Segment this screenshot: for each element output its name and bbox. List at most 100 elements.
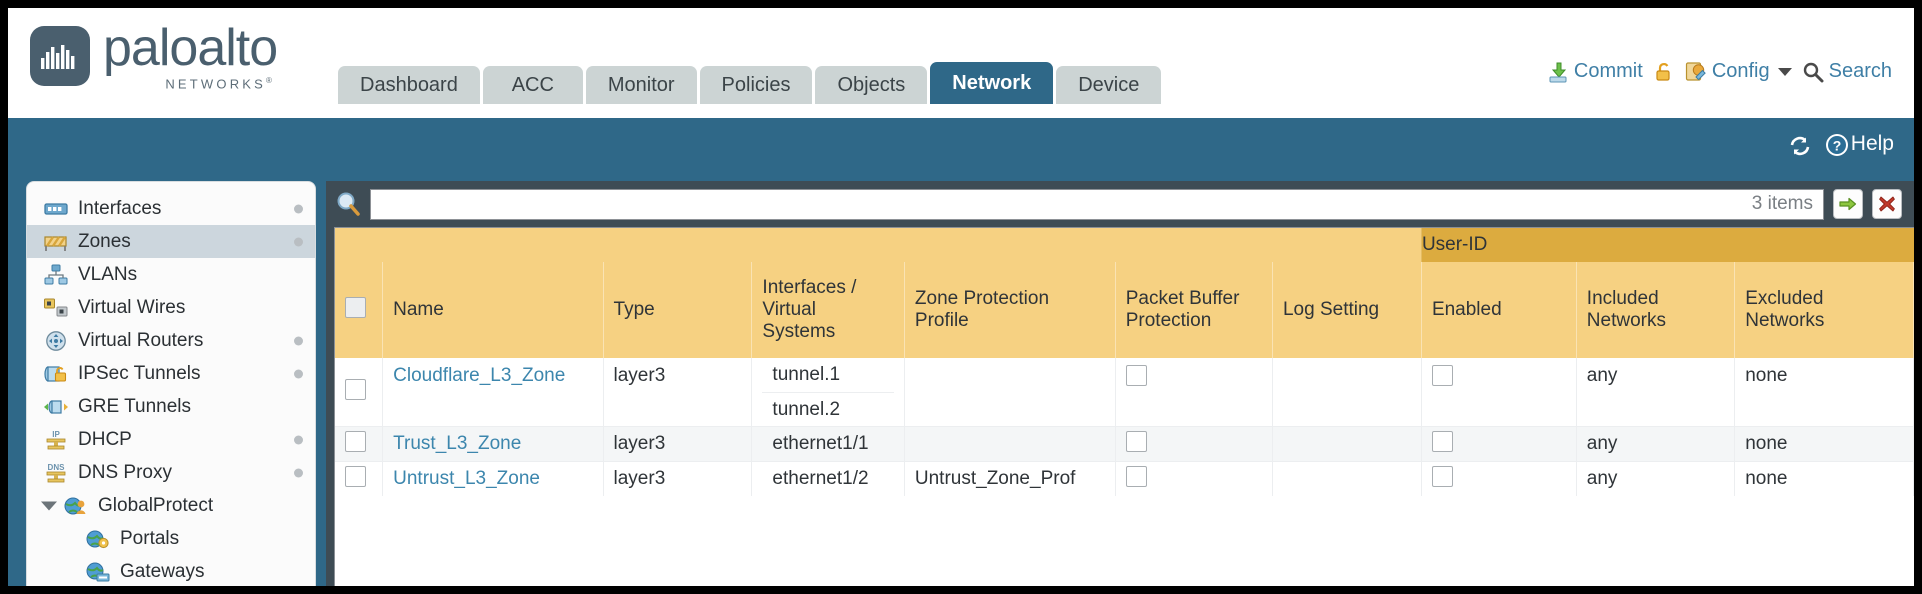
packet-buffer-protection-checkbox[interactable] [1125,430,1147,452]
cell-userid-enabled[interactable] [1421,426,1577,462]
tree-expand-caret-icon[interactable] [41,501,57,510]
commit-button[interactable]: Commit [1547,60,1643,83]
cell-packet-buffer-protection[interactable] [1115,426,1273,462]
search-button[interactable]: Search [1802,60,1892,83]
cell-interfaces: ethernet1/2 [751,461,905,496]
row-select-cell[interactable] [335,461,384,496]
col-header-zone-protection-profile[interactable]: Zone Protection Profile [904,262,1116,358]
sidebar-item-interfaces[interactable]: Interfaces [27,192,315,225]
cell-name[interactable]: Trust_L3_Zone [382,426,604,462]
status-dot [294,336,303,345]
zone-name-link[interactable]: Trust_L3_Zone [393,433,522,454]
sidebar-item-label: Interfaces [78,197,162,219]
zones-table: User-ID Name Type Interfaces / Virtual S… [335,228,1914,496]
tab-monitor[interactable]: Monitor [585,66,697,104]
ipsec-tunnels-icon [43,363,69,385]
tab-dashboard[interactable]: Dashboard [338,66,480,104]
sidebar-item-dns-proxy[interactable]: DNS DNS Proxy [27,456,315,489]
brand-text: paloalto NETWORKS® [103,22,278,91]
col-header-excluded-networks[interactable]: Excluded Networks [1734,262,1914,358]
interface-entry: tunnel.2 [762,392,894,426]
vlans-icon [43,264,69,286]
apply-filter-button[interactable] [1833,189,1863,219]
tab-acc[interactable]: ACC [482,66,583,104]
lock-icon[interactable] [1653,61,1675,83]
status-dot [294,468,303,477]
gre-tunnels-icon [43,396,69,418]
table-header-row: Name Type Interfaces / Virtual Systems Z… [335,262,1914,358]
network-sidebar: Interfaces Zones [26,181,316,586]
cell-included-networks: any [1576,461,1736,496]
sidebar-item-label: VLANs [78,263,138,285]
userid-enabled-checkbox[interactable] [1431,465,1453,487]
sidebar-item-gateways[interactable]: Gateways [27,555,315,586]
portals-icon [85,528,111,550]
help-button[interactable]: ? Help [1825,132,1894,156]
clear-filter-button[interactable] [1872,189,1902,219]
zones-icon [43,231,69,253]
select-all-checkbox[interactable] [345,296,366,318]
sidebar-item-dhcp[interactable]: IP DHCP [27,423,315,456]
userid-enabled-checkbox[interactable] [1431,365,1453,386]
cell-name[interactable]: Untrust_L3_Zone [382,461,604,496]
green-arrow-icon [1839,197,1857,211]
items-count-label: 3 items [1751,193,1813,214]
tab-network[interactable]: Network [930,62,1054,104]
cell-packet-buffer-protection[interactable] [1115,358,1273,427]
col-header-interfaces[interactable]: Interfaces / Virtual Systems [751,262,905,358]
filter-input[interactable]: 3 items [370,188,1824,220]
virtual-routers-icon [43,330,69,352]
sidebar-item-zones[interactable]: Zones [27,225,315,258]
filter-search-icon[interactable] [334,189,364,219]
row-checkbox[interactable] [345,430,366,452]
tab-policies[interactable]: Policies [699,66,813,104]
row-select-cell[interactable] [335,358,384,427]
sidebar-item-label: Virtual Routers [78,329,204,351]
packet-buffer-protection-checkbox[interactable] [1125,465,1147,487]
tab-device[interactable]: Device [1056,66,1162,104]
row-select-cell[interactable] [335,426,384,462]
svg-text:IP: IP [52,430,60,439]
zone-name-link[interactable]: Cloudflare_L3_Zone [393,365,566,386]
tab-objects[interactable]: Objects [815,66,928,104]
col-header-included-networks[interactable]: Included Networks [1576,262,1736,358]
col-header-packet-buffer-protection[interactable]: Packet Buffer Protection [1115,262,1273,358]
sidebar-item-virtual-routers[interactable]: Virtual Routers [27,324,315,357]
help-icon: ? [1825,133,1848,156]
table-row[interactable]: Untrust_L3_Zone layer3 ethernet1/2 Untru… [335,461,1914,496]
cell-name[interactable]: Cloudflare_L3_Zone [382,358,604,427]
interface-entry: ethernet1/2 [772,468,869,489]
col-header-userid-enabled[interactable]: Enabled [1421,262,1577,358]
sidebar-item-label: DNS Proxy [78,461,172,483]
config-menu[interactable]: Config [1685,60,1792,83]
table-row[interactable]: Trust_L3_Zone layer3 ethernet1/1 [335,426,1914,462]
row-checkbox[interactable] [345,378,366,400]
sidebar-item-virtual-wires[interactable]: Virtual Wires [27,291,315,324]
svg-text:DNS: DNS [48,463,66,472]
table-row[interactable]: Cloudflare_L3_Zone layer3 tunnel.1 tunne… [335,358,1914,427]
sidebar-item-globalprotect[interactable]: GlobalProtect [27,489,315,522]
sidebar-item-ipsec-tunnels[interactable]: IPSec Tunnels [27,357,315,390]
col-header-log-setting[interactable]: Log Setting [1272,262,1422,358]
select-all-header[interactable] [335,262,384,358]
userid-enabled-checkbox[interactable] [1431,430,1453,452]
cell-packet-buffer-protection[interactable] [1115,461,1273,496]
top-actions: Commit Config [1547,60,1892,83]
zones-panel: 3 items [326,181,1914,586]
zone-name-link[interactable]: Untrust_L3_Zone [393,468,540,489]
col-header-name[interactable]: Name [382,262,604,358]
interfaces-icon [43,198,69,220]
packet-buffer-protection-checkbox[interactable] [1125,365,1147,386]
cell-userid-enabled[interactable] [1421,461,1577,496]
dns-proxy-icon: DNS [43,462,69,484]
cell-userid-enabled[interactable] [1421,358,1577,427]
refresh-icon[interactable] [1787,133,1810,156]
sidebar-item-vlans[interactable]: VLANs [27,258,315,291]
cell-zone-protection-profile: Untrust_Zone_Prof [904,461,1116,496]
sidebar-item-gre-tunnels[interactable]: GRE Tunnels [27,390,315,423]
col-header-type[interactable]: Type [603,262,753,358]
top-bar: paloalto NETWORKS® Dashboard ACC Monitor… [8,8,1914,118]
sidebar-item-portals[interactable]: Portals [27,522,315,555]
sidebar-item-label: GlobalProtect [98,494,214,516]
row-checkbox[interactable] [345,465,366,487]
